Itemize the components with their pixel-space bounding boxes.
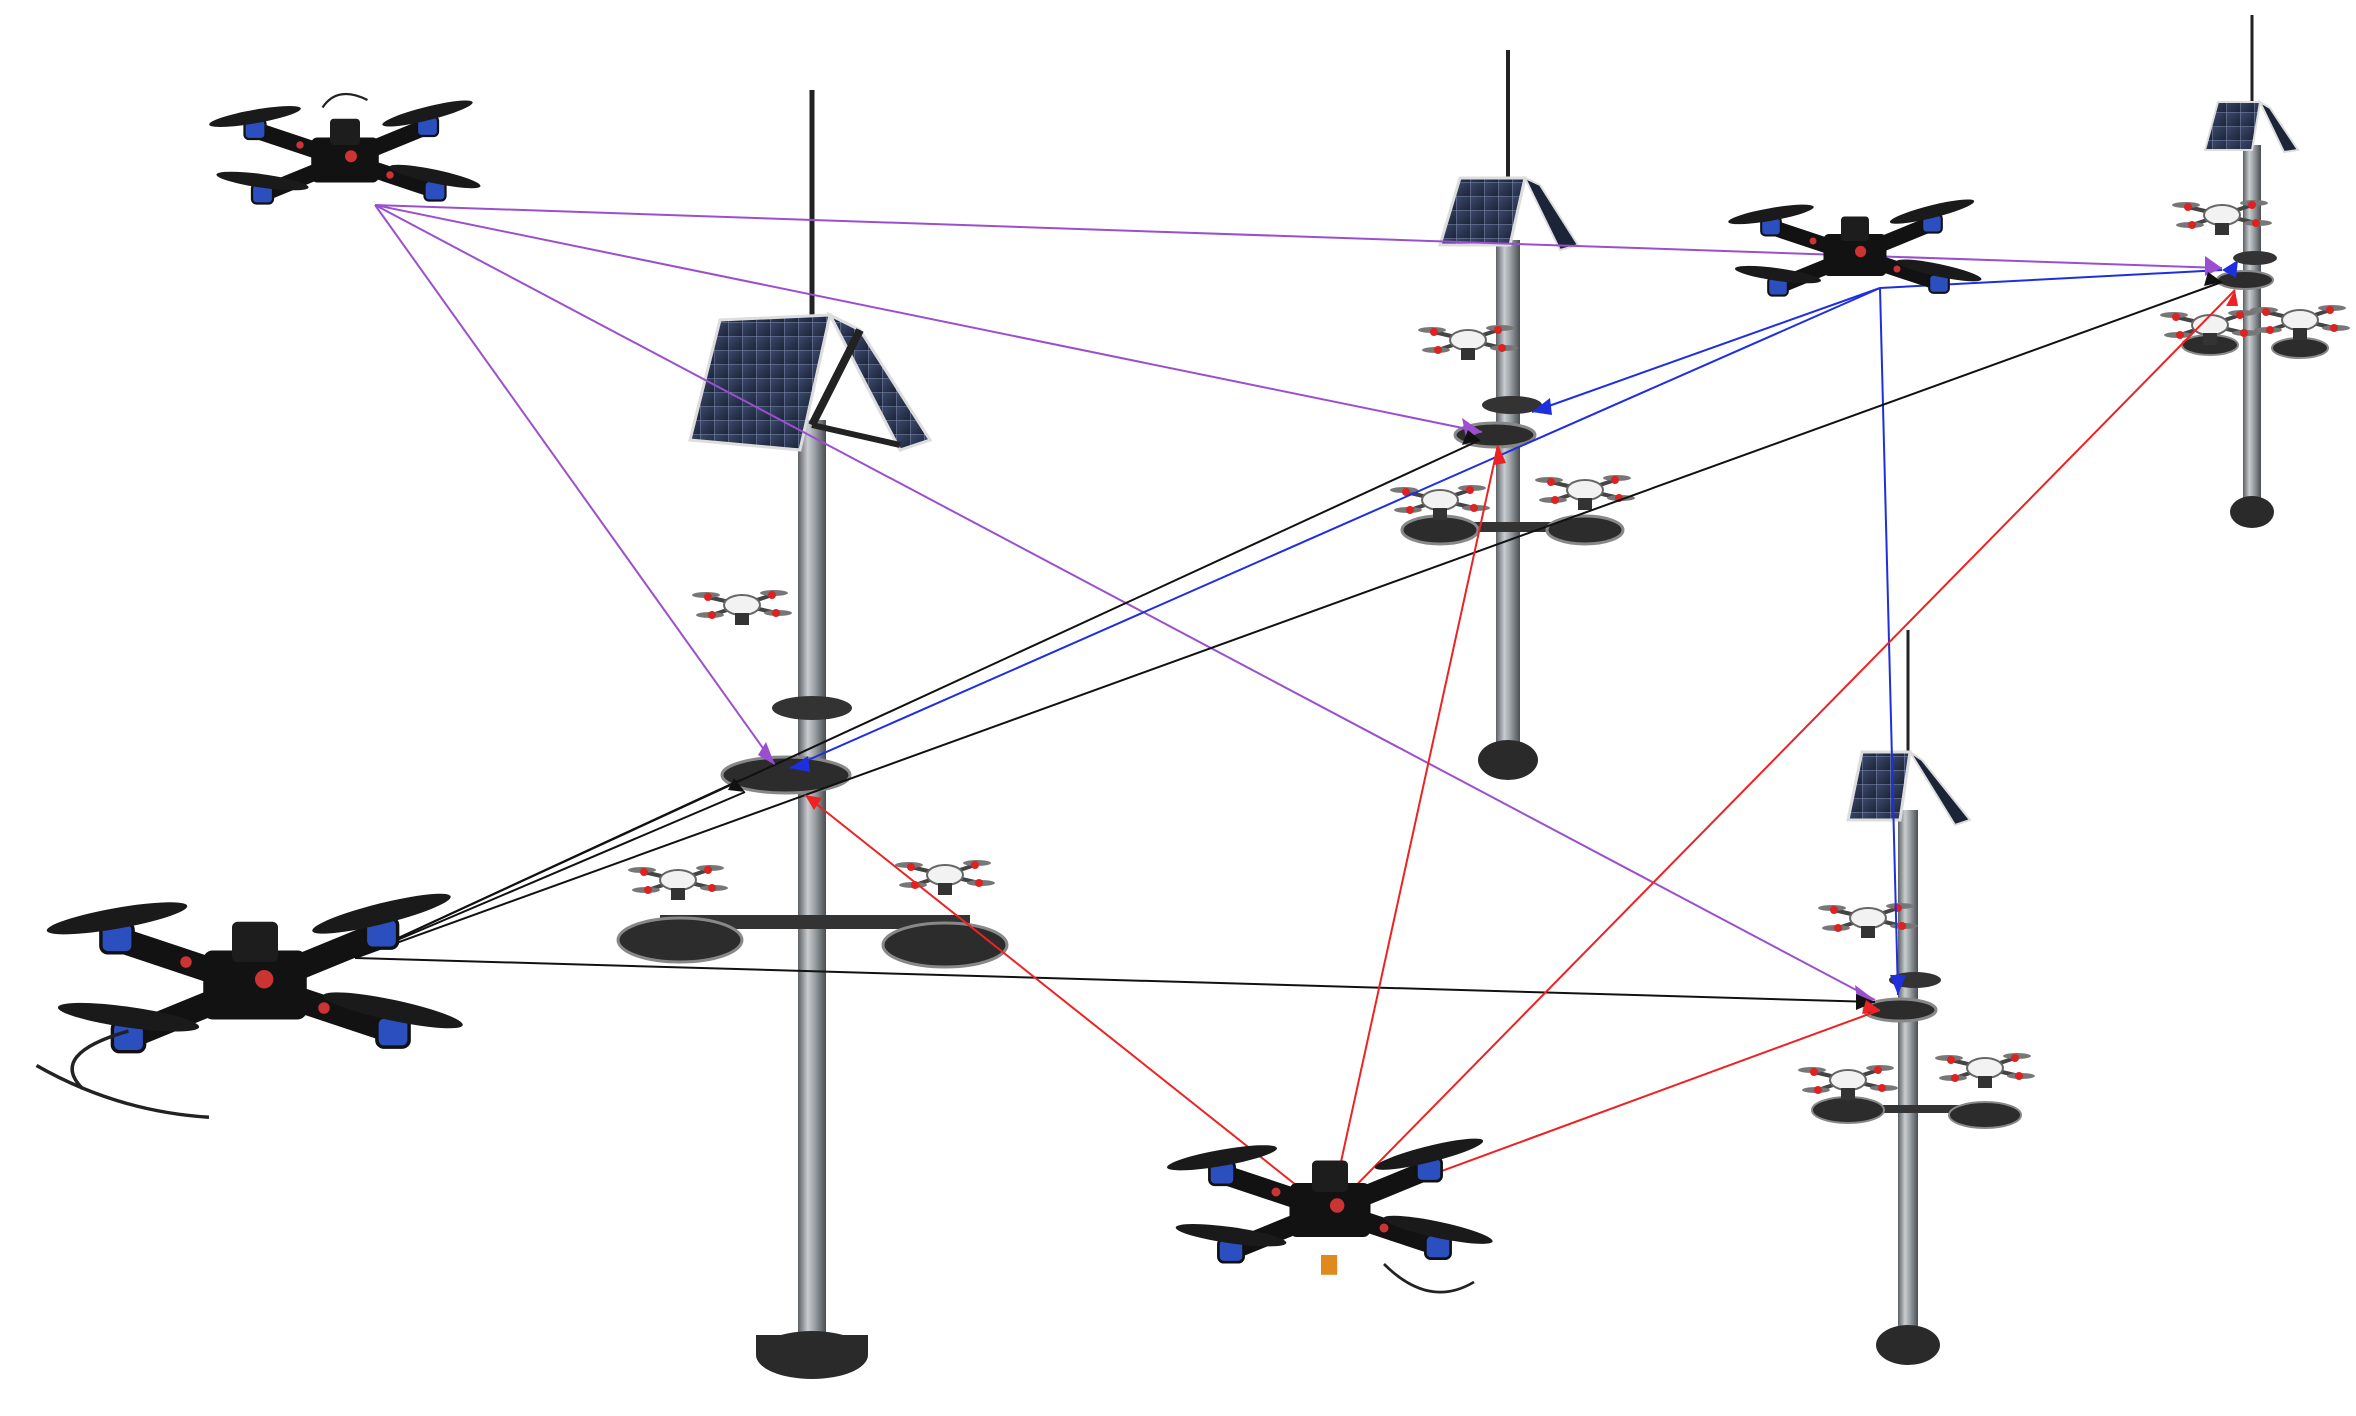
pole-shaft	[798, 420, 826, 1350]
landing-pad-top	[772, 696, 852, 720]
pole-base	[1478, 740, 1538, 780]
pole-mid	[1388, 50, 1637, 780]
landing-pad-main	[720, 755, 852, 795]
landing-pad-left	[616, 916, 744, 964]
black-link	[354, 281, 2223, 959]
pole-shaft	[1496, 240, 1520, 750]
docked-drone	[2248, 303, 2352, 342]
pole-far-right	[2158, 15, 2352, 528]
black-link	[354, 791, 746, 959]
solar-panel	[1846, 750, 1912, 822]
docked-drone	[1388, 483, 1492, 522]
black-links	[354, 281, 2223, 1003]
landing-pad-left	[1400, 514, 1480, 546]
solar-panel	[2203, 101, 2262, 151]
communication-links	[354, 204, 2238, 1213]
docked-drone	[1533, 473, 1637, 512]
pole-base	[1876, 1325, 1940, 1365]
purple-links	[374, 204, 2223, 1001]
pole-shaft	[1898, 810, 1918, 1330]
pole-front-right	[1796, 630, 2037, 1365]
red-link	[1329, 444, 1499, 1213]
black-link	[354, 439, 1481, 959]
pole-shaft	[2243, 145, 2261, 505]
pole-center	[616, 90, 1009, 1379]
landing-pad-right	[881, 921, 1009, 969]
drone-top-left	[208, 94, 482, 204]
drone-top-right	[1727, 195, 1983, 296]
hovering-drone	[690, 588, 794, 627]
solar-panel	[1437, 176, 1527, 247]
blue-link	[789, 287, 1881, 769]
red-link	[1329, 289, 2236, 1213]
arrowheads	[728, 256, 2238, 1014]
docked-drone	[1796, 1063, 1900, 1102]
landing-pad-main	[2216, 270, 2274, 290]
purple-link	[374, 204, 776, 766]
purple-link	[374, 204, 2223, 269]
pole-base	[2230, 496, 2274, 528]
docked-drone	[1933, 1051, 2037, 1090]
black-link	[354, 957, 1876, 1003]
landing-pad-right	[1545, 514, 1625, 546]
purple-link	[374, 204, 1483, 433]
drone-bottom	[1166, 1133, 1495, 1294]
red-link	[804, 794, 1331, 1213]
drone-left	[37, 886, 465, 1119]
blue-link	[1531, 287, 1881, 413]
docked-drone	[626, 863, 730, 902]
